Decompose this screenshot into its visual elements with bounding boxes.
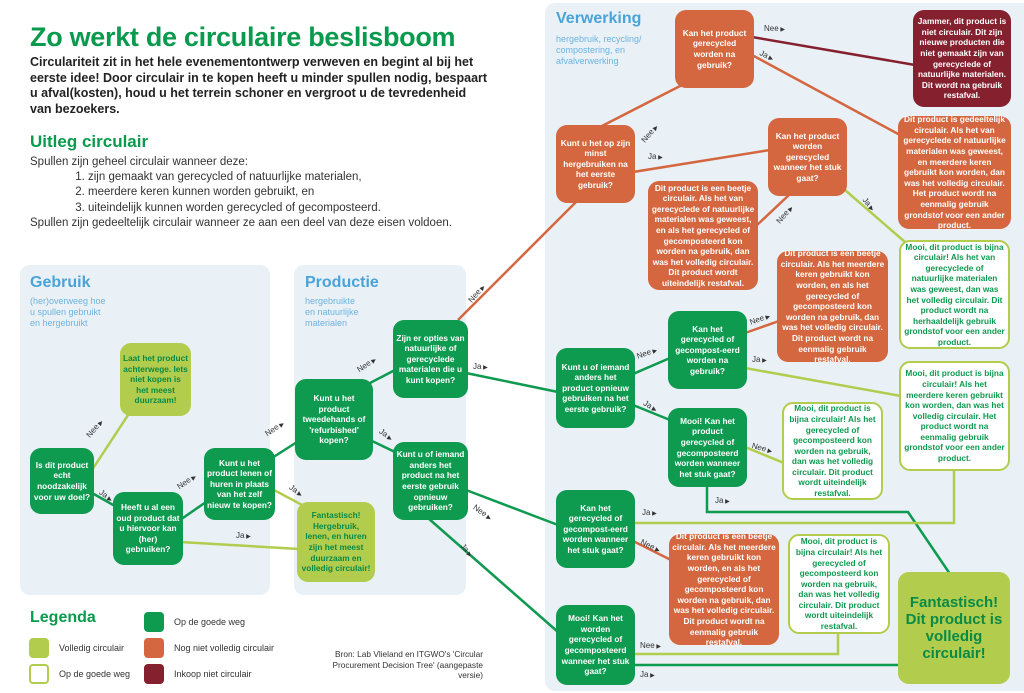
decision-node: Is dit product echt noodzakelijk voor uw… <box>30 448 94 514</box>
outcome-node: Mooi, dit product is bijna circulair! Al… <box>788 534 890 634</box>
edge-label-ja: Ja <box>640 670 655 679</box>
edge-label-ja: Ja <box>236 531 251 540</box>
decision-node: Kunt u het product tweedehands of 'refur… <box>295 379 373 460</box>
edge-line <box>465 488 559 527</box>
edge-line <box>179 500 207 522</box>
edge-label-nee: Nee <box>640 641 661 650</box>
intro-text: Circulariteit zit in het hele evenemento… <box>30 55 488 116</box>
legend-swatch <box>29 638 49 658</box>
outcome-node: Dit product is een beetje circulair. Als… <box>777 248 888 364</box>
uitleg-item: meerdere keren kunnen worden gebruikt, e… <box>88 185 452 200</box>
uitleg-body: Spullen zijn geheel circulair wanneer de… <box>30 155 452 231</box>
edge-line <box>633 632 840 656</box>
edge-line <box>751 35 916 67</box>
outcome-node: Mooi, dit product is bijna circulair! Al… <box>782 402 883 500</box>
legend-swatch <box>144 638 164 658</box>
outcome-node: Mooi, dit product is bijna circulair! Al… <box>899 240 1010 349</box>
edge-line <box>844 189 906 243</box>
edge-line <box>755 193 791 227</box>
section-title: Verwerking <box>556 10 642 27</box>
decision-node: Kunt u of iemand anders het product na h… <box>393 442 468 520</box>
edge-line <box>465 371 559 394</box>
edge-label-ja: Ja <box>715 496 730 505</box>
legend-swatch <box>144 612 164 632</box>
section-subtitle: (her)overweeg hoe u spullen gebruikt en … <box>30 296 106 328</box>
outcome-node: Dit product is gedeeltelijk circulair. A… <box>898 114 1011 230</box>
outcome-node: Dit product is een beetje circulair. Als… <box>669 531 779 647</box>
decision-node: Kan het gerecycled of gecompost-eerd wor… <box>668 311 747 389</box>
edge-label-nee: Nee <box>764 24 785 33</box>
uitleg-item: zijn gemaakt van gerecycled of natuurlij… <box>88 170 452 185</box>
uitleg-lead: Spullen zijn geheel circulair wanneer de… <box>30 156 248 168</box>
edge-line <box>371 439 396 454</box>
section-subtitle: hergebruik, recycling/ compostering, en … <box>556 34 642 66</box>
decision-node: Mooi! Kan het worden gerecycled of gecom… <box>556 605 635 685</box>
legend-label: Volledig circulair <box>59 643 125 653</box>
decision-node: Mooi! Kan het product gerecycled of geco… <box>668 408 747 487</box>
legend-swatch <box>144 664 164 684</box>
legend-swatch <box>29 664 49 684</box>
decision-node: Kan het product gerecycled worden na geb… <box>675 10 754 88</box>
outcome-node: Jammer, dit product is niet circulair. D… <box>913 10 1011 107</box>
outcome-node: Mooi, dit product is bijna circulair! Al… <box>899 361 1010 471</box>
legend-item: Op de goede weg <box>144 612 245 632</box>
edge-line <box>369 368 396 385</box>
edge-label-ja: Ja <box>473 362 488 371</box>
outcome-node: Fantastisch! Hergebruik, lenen, en huren… <box>297 502 375 582</box>
uitleg-item: uiteindelijk kunnen worden gerecycled of… <box>88 201 452 216</box>
edge-line <box>427 517 559 633</box>
legend-title: Legenda <box>30 609 96 626</box>
edge-label-ja: Ja <box>752 355 767 364</box>
legend-item: Nog niet volledig circulair <box>144 638 274 658</box>
edge-line <box>744 366 902 398</box>
decision-node: Zijn er opties van natuurlijke of gerecy… <box>393 320 468 398</box>
legend-item: Inkoop niet circulair <box>144 664 252 684</box>
decision-node: Kunt u het product lenen of huren in pla… <box>204 448 275 520</box>
uitleg-heading: Uitleg circulair <box>30 132 149 151</box>
legend-item: Op de goede weg <box>29 664 130 684</box>
edge-line <box>744 319 780 335</box>
edge-line <box>599 83 683 129</box>
decision-node: Kan het gerecycled of gecompost-eerd wor… <box>556 490 635 568</box>
legend-label: Inkoop niet circulair <box>174 669 252 679</box>
edge-line <box>457 199 579 321</box>
edge-line <box>90 411 132 471</box>
edge-line <box>179 540 300 551</box>
uitleg-outro: Spullen zijn gedeeltelijk circulair wann… <box>30 216 452 229</box>
decision-node: Heeft u al een oud product dat u hiervoo… <box>113 492 183 565</box>
page-title: Zo werkt de circulaire beslisboom <box>30 22 456 52</box>
section-title: Gebruik <box>30 274 91 291</box>
edge-line <box>633 469 956 525</box>
edge-line <box>705 485 952 575</box>
edge-line <box>632 356 671 376</box>
legend-label: Op de goede weg <box>174 617 246 627</box>
edge-label-ja: Ja <box>642 508 657 517</box>
decision-node: Kan het product worden gerecycled wannee… <box>768 118 847 196</box>
edge-label-ja: Ja <box>648 152 663 161</box>
final-outcome-node: Fantastisch! Dit product is volledig cir… <box>898 572 1010 684</box>
outcome-node: Laat het product achterwege. Iets niet k… <box>120 343 191 416</box>
edge-line <box>273 488 305 508</box>
uitleg-list: zijn gemaakt van gerecycled of natuurlij… <box>88 170 452 216</box>
outcome-node: Dit product is een beetje circulair. Als… <box>648 181 758 290</box>
section-title: Productie <box>305 274 379 291</box>
source-credit: Bron: Lab Vlieland en ITGWO's 'Circular … <box>332 649 483 680</box>
decision-node: Kunt u of iemand anders het product opni… <box>556 348 635 428</box>
legend-label: Nog niet volledig circulair <box>174 643 275 653</box>
edge-line <box>271 440 298 460</box>
legend-label: Op de goede weg <box>59 669 131 679</box>
edge-line <box>751 53 901 137</box>
section-subtitle: hergebruikte en natuurlijke materialen <box>305 296 359 328</box>
legend-item: Volledig circulair <box>29 638 124 658</box>
edge-line <box>632 148 771 174</box>
decision-node: Kunt u het op zijn minst hergebruiken na… <box>556 125 635 203</box>
